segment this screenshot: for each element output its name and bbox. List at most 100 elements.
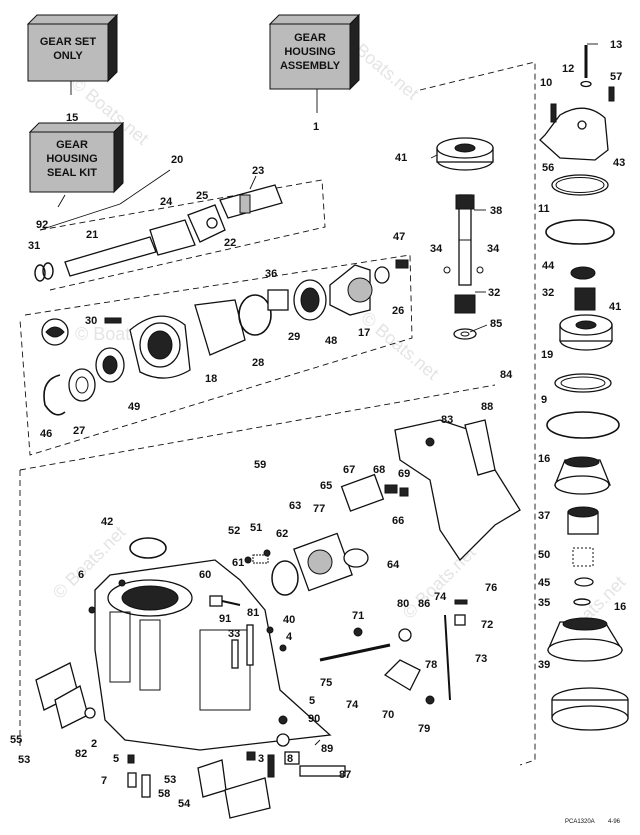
right-gear-stack xyxy=(539,45,629,731)
callout-66: 66 xyxy=(392,515,404,527)
callout-31: 31 xyxy=(28,240,40,252)
callout-26: 26 xyxy=(392,305,404,317)
callout-77: 77 xyxy=(313,503,325,515)
callout-46: 46 xyxy=(40,428,52,440)
screw-icon xyxy=(550,103,557,123)
callouts: 15 1 92 20 23 24 25 21 22 31 13 12 10 57… xyxy=(10,39,626,810)
callout-43: 43 xyxy=(613,157,625,169)
callout-48: 48 xyxy=(325,335,337,347)
callout-91: 91 xyxy=(219,613,231,625)
callout-83: 83 xyxy=(441,414,453,426)
callout-89: 89 xyxy=(321,743,333,755)
driveshaft-group xyxy=(436,137,494,340)
callout-53: 53 xyxy=(164,774,176,786)
callout-88: 88 xyxy=(481,401,493,413)
callout-76: 76 xyxy=(485,582,497,594)
callout-49: 49 xyxy=(128,401,140,413)
callout-73: 73 xyxy=(475,653,487,665)
callout-56: 56 xyxy=(542,162,554,174)
footer: PCA1320A 4-96 xyxy=(565,819,621,825)
callout-35: 35 xyxy=(538,597,550,609)
callout-41: 41 xyxy=(395,152,407,164)
callout-58: 58 xyxy=(158,788,170,800)
callout-59: 59 xyxy=(254,459,266,471)
callout-15: 15 xyxy=(66,112,78,124)
callout-19: 19 xyxy=(541,349,553,361)
callout-39: 39 xyxy=(538,659,550,671)
callout-5: 5 xyxy=(113,753,119,765)
callout-25: 25 xyxy=(196,190,208,202)
callout-33: 33 xyxy=(228,628,240,640)
callout-62: 62 xyxy=(276,528,288,540)
callout-61: 61 xyxy=(232,557,244,569)
callout-57: 57 xyxy=(610,71,622,83)
callout-44: 44 xyxy=(542,260,555,272)
gear-set-box: GEAR SET ONLY xyxy=(26,13,119,83)
callout-81: 81 xyxy=(247,607,259,619)
callout-7: 7 xyxy=(101,775,107,787)
callout-92: 92 xyxy=(36,219,48,231)
callout-74: 74 xyxy=(434,591,447,603)
callout-63: 63 xyxy=(289,500,301,512)
callout-20: 20 xyxy=(171,154,183,166)
callout-45: 45 xyxy=(538,577,550,589)
callout-18: 18 xyxy=(205,373,217,385)
callout-52: 52 xyxy=(228,525,240,537)
callout-75: 75 xyxy=(320,677,332,689)
callout-41: 41 xyxy=(609,301,621,313)
callout-27: 27 xyxy=(73,425,85,437)
callout-67: 67 xyxy=(343,464,355,476)
box-label: GEAR xyxy=(294,32,326,44)
box-label: ONLY xyxy=(53,50,83,62)
callout-28: 28 xyxy=(252,357,264,369)
box-label: GEAR SET xyxy=(40,36,97,48)
callout-53: 53 xyxy=(18,754,30,766)
callout-47: 47 xyxy=(393,231,405,243)
callout-10: 10 xyxy=(540,77,552,89)
callout-50: 50 xyxy=(538,549,550,561)
callout-86: 86 xyxy=(418,598,430,610)
callout-34: 34 xyxy=(430,243,443,255)
needle-bearing xyxy=(574,287,596,311)
watermark: © Boats.net xyxy=(357,308,442,384)
callout-30: 30 xyxy=(85,315,97,327)
prop-shaft-assembly xyxy=(34,184,283,282)
callout-40: 40 xyxy=(283,614,295,626)
watermark: © Boats.net xyxy=(399,542,480,623)
callout-54: 54 xyxy=(178,798,191,810)
seal-kit-box: GEAR HOUSING SEAL KIT xyxy=(28,121,125,194)
box-label: HOUSING xyxy=(284,46,335,58)
callout-2: 2 xyxy=(91,738,97,750)
box-label: SEAL KIT xyxy=(47,167,97,179)
callout-38: 38 xyxy=(490,205,502,217)
callout-60: 60 xyxy=(199,569,211,581)
bearing-carrier-group xyxy=(41,259,409,416)
callout-1: 1 xyxy=(313,121,319,133)
callout-80: 80 xyxy=(397,598,409,610)
gear-housing-cover xyxy=(539,107,609,161)
box-label: HOUSING xyxy=(46,153,97,165)
callout-84: 84 xyxy=(500,369,513,381)
diagram-code: PCA1320A xyxy=(565,819,595,825)
callout-82: 82 xyxy=(75,748,87,760)
callout-13: 13 xyxy=(610,39,622,51)
callout-85: 85 xyxy=(490,318,502,330)
callout-22: 22 xyxy=(224,237,236,249)
callout-17: 17 xyxy=(358,327,370,339)
callout-70: 70 xyxy=(382,709,394,721)
callout-79: 79 xyxy=(418,723,430,735)
callout-90: 90 xyxy=(308,713,320,725)
callout-78: 78 xyxy=(425,659,437,671)
callout-9: 9 xyxy=(541,394,547,406)
assembly-outlines xyxy=(19,61,536,766)
callout-36: 36 xyxy=(265,268,277,280)
callout-4: 4 xyxy=(286,631,293,643)
gear-housing xyxy=(35,419,521,819)
leader-lines xyxy=(39,43,598,746)
callout-24: 24 xyxy=(160,196,173,208)
callout-6: 6 xyxy=(78,569,84,581)
callout-16: 16 xyxy=(538,453,550,465)
callout-42: 42 xyxy=(101,516,113,528)
callout-65: 65 xyxy=(320,480,332,492)
